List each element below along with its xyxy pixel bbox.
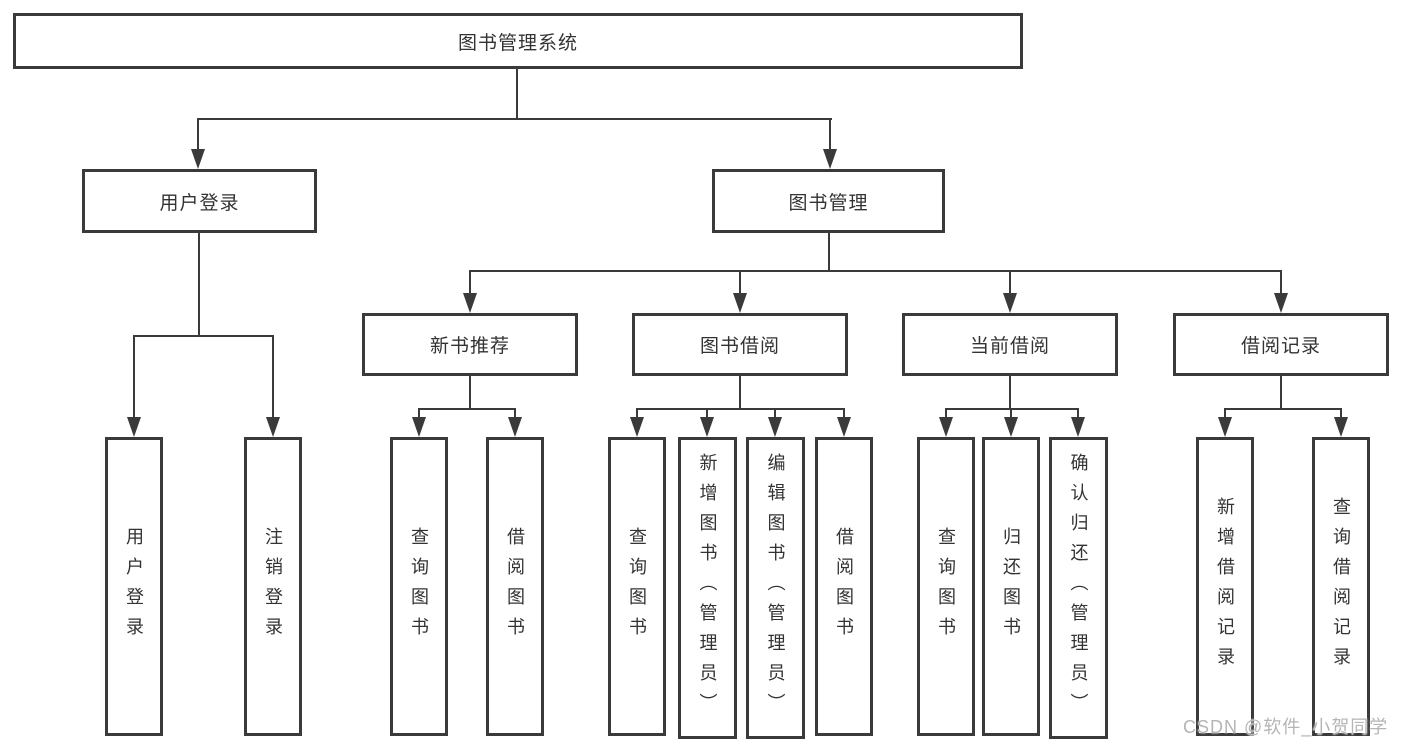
leaf-label: 新增借阅记录	[1215, 496, 1235, 677]
arrow-down-icon	[1334, 417, 1348, 437]
node-borrow-records-label: 借阅记录	[1240, 336, 1321, 357]
connector-leaf-stem	[514, 408, 516, 420]
connector-mgmt-stem	[828, 233, 830, 270]
leaf-confirm-return-admin: 确认归还（管理员）	[1049, 437, 1108, 739]
arrow-down-icon	[1004, 417, 1018, 437]
leaf-add-books-admin: 新增图书（管理员）	[678, 437, 737, 739]
node-borrow-records: 借阅记录	[1173, 313, 1389, 376]
arrow-down-icon	[939, 417, 953, 437]
arrow-down-icon	[191, 149, 205, 169]
connector-current-stem	[1009, 270, 1011, 295]
leaf-label: 查询图书	[627, 526, 647, 647]
connector-userlogin-stem	[197, 118, 199, 151]
leaf-label: 借阅图书	[834, 526, 854, 647]
node-current-borrow: 当前借阅	[902, 313, 1118, 376]
node-user-login: 用户登录	[82, 169, 317, 233]
connector-user-leaf2-stem	[272, 335, 274, 419]
leaf-query-borrow-record: 查询借阅记录	[1312, 437, 1370, 736]
arrow-down-icon	[1218, 417, 1232, 437]
connector-borrow-group-stem	[739, 376, 741, 408]
node-current-borrow-label: 当前借阅	[969, 336, 1050, 357]
leaf-label: 借阅图书	[505, 526, 525, 647]
arrow-down-icon	[127, 417, 141, 437]
connector-leaf-stem	[1224, 408, 1226, 420]
connector-bookmgmt-stem	[829, 118, 831, 151]
arrow-down-icon	[266, 417, 280, 437]
connector-leaf-stem	[774, 408, 776, 420]
leaf-label: 确认归还（管理员）	[1068, 453, 1089, 723]
leaf-current-query-books: 查询图书	[917, 437, 975, 736]
node-book-management-label: 图书管理	[788, 192, 869, 214]
connector-user-group-stem	[198, 233, 200, 335]
leaf-logout: 注销登录	[244, 437, 302, 736]
arrow-down-icon	[837, 417, 851, 437]
connector-leaf-stem	[1340, 408, 1342, 420]
connector-user-group-bar	[133, 335, 274, 337]
leaf-user-login-label: 用户登录	[124, 526, 144, 647]
csdn-watermark: CSDN @软件_小贺同学	[1183, 717, 1389, 737]
arrow-down-icon	[630, 417, 644, 437]
leaf-label: 查询图书	[936, 526, 956, 647]
connector-root-bar	[197, 118, 832, 120]
connector-records-stem	[1280, 270, 1282, 295]
connector-user-leaf1-stem	[133, 335, 135, 419]
node-user-login-label: 用户登录	[159, 192, 240, 214]
node-book-management: 图书管理	[712, 169, 945, 233]
leaf-label: 查询借阅记录	[1331, 496, 1351, 677]
node-root-label: 图书管理系统	[457, 32, 578, 54]
connector-borrow-stem	[739, 270, 741, 295]
connector-recommend-group-stem	[469, 376, 471, 408]
connector-records-group-stem	[1280, 376, 1282, 408]
arrow-down-icon	[700, 417, 714, 437]
connector-leaf-stem	[1077, 408, 1079, 420]
node-root-system: 图书管理系统	[13, 13, 1023, 69]
node-new-book-recommend-label: 新书推荐	[429, 336, 510, 357]
leaf-label: 归还图书	[1001, 526, 1021, 647]
connector-leaf-stem	[418, 408, 420, 420]
arrow-down-icon	[1274, 293, 1288, 313]
arrow-down-icon	[508, 417, 522, 437]
connector-mgmt-bar	[469, 270, 1282, 272]
leaf-edit-books-admin: 编辑图书（管理员）	[746, 437, 805, 739]
leaf-borrow-query-books: 查询图书	[608, 437, 666, 736]
connector-current-group-stem	[1009, 376, 1011, 408]
connector-current-group-bar	[945, 408, 1079, 410]
arrow-down-icon	[733, 293, 747, 313]
connector-leaf-stem	[1010, 408, 1012, 420]
leaf-logout-label: 注销登录	[263, 526, 283, 647]
arrow-down-icon	[1071, 417, 1085, 437]
connector-recommend-stem	[469, 270, 471, 295]
connector-records-group-bar	[1224, 408, 1342, 410]
arrow-down-icon	[412, 417, 426, 437]
leaf-label: 新增图书（管理员）	[697, 453, 718, 723]
arrow-down-icon	[463, 293, 477, 313]
arrow-down-icon	[1003, 293, 1017, 313]
connector-root-stem	[516, 69, 518, 118]
leaf-add-borrow-record: 新增借阅记录	[1196, 437, 1254, 736]
leaf-user-login: 用户登录	[105, 437, 163, 736]
leaf-label: 查询图书	[409, 526, 429, 647]
leaf-recommend-query-books: 查询图书	[390, 437, 448, 736]
leaf-return-books: 归还图书	[982, 437, 1040, 736]
connector-leaf-stem	[636, 408, 638, 420]
connector-leaf-stem	[945, 408, 947, 420]
node-book-borrow: 图书借阅	[632, 313, 848, 376]
connector-leaf-stem	[706, 408, 708, 420]
node-book-borrow-label: 图书借阅	[699, 336, 780, 357]
arrow-down-icon	[823, 149, 837, 169]
connector-leaf-stem	[843, 408, 845, 420]
leaf-label: 编辑图书（管理员）	[765, 453, 786, 723]
node-new-book-recommend: 新书推荐	[362, 313, 578, 376]
arrow-down-icon	[768, 417, 782, 437]
leaf-borrow-books: 借阅图书	[815, 437, 873, 736]
connector-recommend-group-bar	[418, 408, 516, 410]
leaf-recommend-borrow-books: 借阅图书	[486, 437, 544, 736]
connector-borrow-group-bar	[636, 408, 845, 410]
